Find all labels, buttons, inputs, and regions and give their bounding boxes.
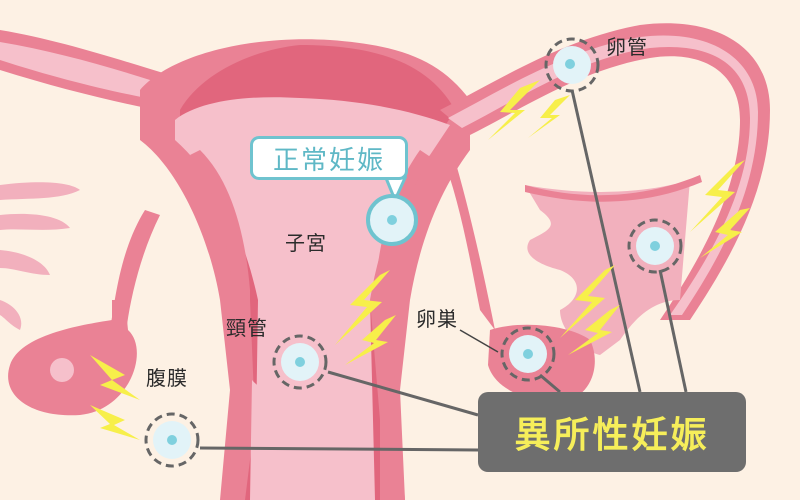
label-uterus: 子宮 [285, 231, 327, 255]
ectopic-pregnancy-text: 異所性妊娠 [514, 415, 710, 456]
label-cervical-canal: 頸管 [226, 316, 268, 340]
site-cervical-canal [272, 334, 328, 390]
right-fimbriae [525, 175, 702, 355]
left-fimbriae [0, 182, 80, 330]
site-ovary [500, 326, 556, 382]
normal-pregnancy-label: 正常妊娠 [250, 136, 408, 180]
label-ovary: 卵巣 [416, 307, 458, 331]
ectopic-sites [144, 37, 683, 468]
ectopic-pregnancy-label: 異所性妊娠 [478, 392, 746, 472]
uterus [140, 39, 470, 500]
normal-pregnancy-text: 正常妊娠 [272, 145, 385, 176]
connector-lines [199, 89, 688, 452]
site-fimbriae [627, 218, 683, 274]
label-peritoneum: 腹膜 [146, 366, 188, 390]
site-peritoneum [144, 412, 200, 468]
label-fallopian-tube: 卵管 [606, 35, 648, 59]
site-normal-uterus [366, 176, 418, 246]
lightning-icons [90, 80, 750, 440]
site-fallopian-tube [544, 37, 600, 93]
